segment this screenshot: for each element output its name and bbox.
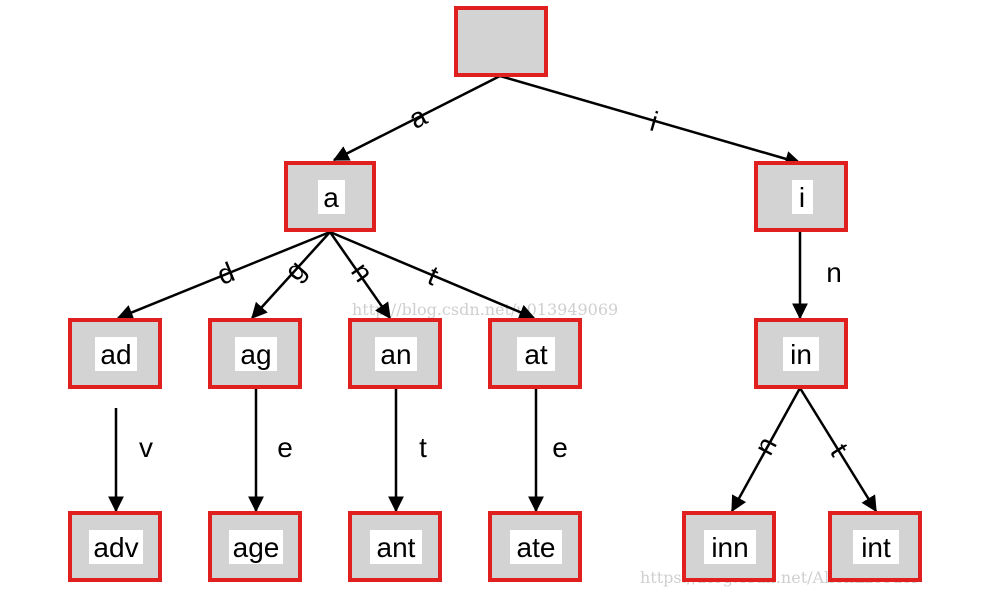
node-ate: ate — [488, 511, 582, 582]
node-ate-label: ate — [517, 532, 556, 563]
node-a-label: a — [323, 182, 339, 213]
edge-a-ag — [251, 231, 331, 319]
node-age-label: age — [233, 532, 280, 563]
node-in: in — [754, 318, 848, 389]
node-i-label: i — [799, 182, 805, 213]
edge-label-an-ant: t — [419, 432, 427, 463]
node-age: age — [208, 511, 302, 582]
edge-label-root-a: a — [404, 100, 432, 135]
edge-label-i-in: n — [826, 257, 842, 288]
edge-a-at — [329, 230, 536, 320]
edge-a-ad — [116, 230, 331, 320]
node-in-label: in — [790, 339, 812, 370]
node-int-label: int — [861, 532, 891, 563]
node-at-label: at — [524, 339, 548, 370]
edge-label-at-ate: e — [552, 432, 568, 463]
node-at: at — [488, 318, 582, 389]
node-an-label: an — [380, 339, 411, 370]
edge-a-an — [328, 231, 392, 320]
edge-root-a — [332, 74, 501, 162]
node-i: i — [754, 161, 848, 232]
node-adv-label: adv — [93, 532, 138, 563]
node-int: int — [828, 511, 922, 582]
node-ant-label: ant — [377, 532, 416, 563]
edge-label-a-ad: d — [213, 256, 239, 291]
edge-label-a-at: t — [424, 260, 443, 292]
edge-in-inn — [730, 387, 802, 513]
node-ad-label: ad — [100, 339, 131, 370]
node-an: an — [348, 318, 442, 389]
edge-root-i — [499, 74, 802, 167]
node-inn-label: inn — [711, 532, 748, 563]
edge-label-ag-age: e — [277, 432, 293, 463]
edge-label-ad-adv: v — [139, 432, 153, 463]
watermark-center: http://blog.csdn.net/u013949069 — [352, 300, 618, 319]
edges — [108, 74, 878, 513]
edge-label-in-inn: n — [748, 432, 783, 460]
edge-label-in-int: t — [824, 438, 855, 461]
edge-labels: a i d g n t n v e t e n t — [139, 100, 855, 463]
node-ag: ag — [208, 318, 302, 389]
node-a: a — [284, 161, 376, 232]
node-inn: inn — [682, 511, 776, 582]
node-ant: ant — [348, 511, 442, 582]
node-ad: ad — [68, 318, 162, 389]
edge-in-int — [798, 387, 878, 513]
node-adv: adv — [68, 511, 162, 582]
node-ag-label: ag — [240, 339, 271, 370]
node-root — [454, 6, 548, 77]
